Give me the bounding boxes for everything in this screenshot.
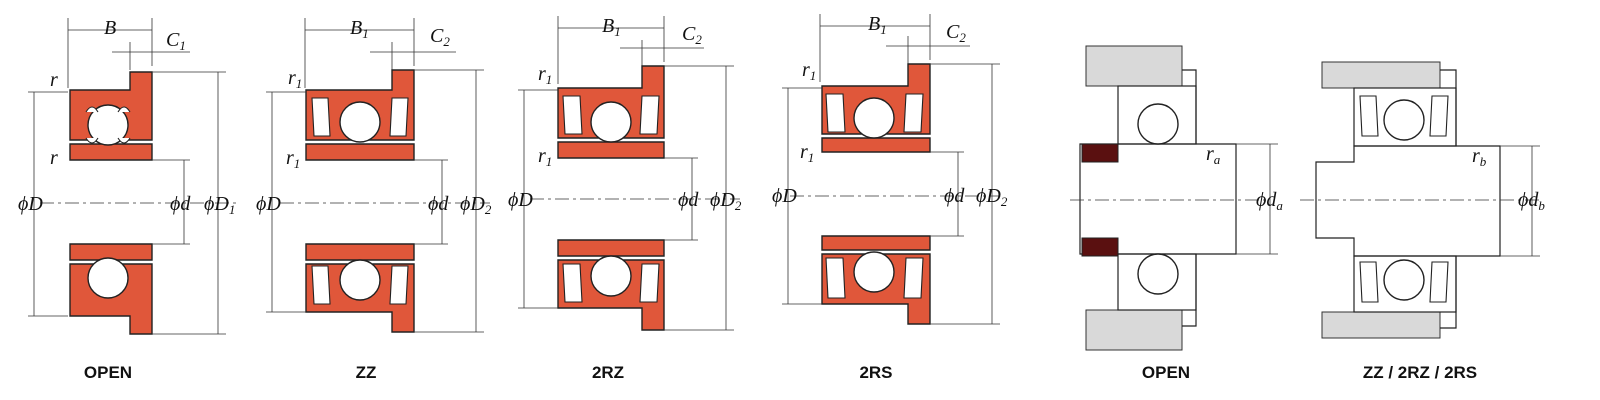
caption-open: OPEN	[84, 363, 132, 382]
figure-2rz: B1 C2 r1 r1 ϕD ϕd ϕD2 2RZ	[508, 15, 742, 382]
corner-label-r-inner: r	[50, 147, 58, 169]
dim-label-b1: B1	[868, 13, 887, 37]
dim-label-phi-d2: ϕD2	[710, 189, 742, 213]
corner-label-r1-top: r1	[288, 67, 302, 91]
figure-open-mounting: ra ϕda OPEN	[1070, 45, 1283, 382]
dim-label-b1: B1	[602, 15, 621, 39]
dim-label-phi-d-outer: ϕD	[256, 193, 281, 215]
figure-2rs: B1 C2 r1 r1 ϕD ϕd ϕD2 2RS	[772, 13, 1008, 382]
caption-2rs: 2RS	[859, 363, 892, 382]
dim-label-phi-d2: ϕD2	[976, 185, 1008, 209]
dim-label-phi-da: ϕda	[1256, 189, 1283, 213]
corner-label-r1-top: r1	[538, 63, 552, 87]
dim-label-phi-d-bore: ϕd	[170, 193, 191, 215]
dim-label-phi-d-bore: ϕd	[944, 185, 965, 207]
corner-label-r1-inner: r1	[286, 147, 300, 171]
caption-zz: ZZ	[356, 363, 377, 382]
dim-label-c2: C2	[946, 21, 966, 45]
corner-label-r-top: r	[50, 69, 58, 91]
corner-label-rb: rb	[1472, 145, 1487, 169]
dim-label-phi-d-outer: ϕD	[18, 193, 43, 215]
corner-label-ra: ra	[1206, 143, 1221, 167]
dim-label-phi-d-outer: ϕD	[508, 189, 533, 211]
dim-label-b1: B1	[350, 17, 369, 41]
dim-label-phi-d-outer: ϕD	[772, 185, 797, 207]
dim-label-phi-d-bore: ϕd	[428, 193, 449, 215]
dim-label-b: B	[104, 17, 116, 39]
dim-label-c2: C2	[430, 25, 450, 49]
caption-open-mounting: OPEN	[1142, 363, 1190, 382]
dim-label-c1: C1	[166, 29, 186, 53]
caption-sealed-mounting: ZZ / 2RZ / 2RS	[1363, 363, 1477, 382]
figure-open-flanged: B C1 r r ϕD ϕd ϕD1 OPEN	[18, 17, 240, 382]
caption-2rz: 2RZ	[592, 363, 624, 382]
figure-sealed-mounting: rb ϕdb ZZ / 2RZ / 2RS	[1300, 61, 1545, 382]
dim-label-phi-d1: ϕD1	[204, 193, 235, 217]
dim-label-phi-db: ϕdb	[1518, 189, 1545, 213]
corner-label-r1-inner: r1	[538, 145, 552, 169]
corner-label-r1-top: r1	[802, 59, 816, 83]
dim-label-phi-d-bore: ϕd	[678, 189, 699, 211]
figure-zz: B1 C2 r1 r1 ϕD ϕd ϕD2 ZZ	[256, 17, 492, 382]
corner-label-r1-inner: r1	[800, 141, 814, 165]
dim-label-c2: C2	[682, 23, 702, 47]
dim-label-phi-d2: ϕD2	[460, 193, 492, 217]
